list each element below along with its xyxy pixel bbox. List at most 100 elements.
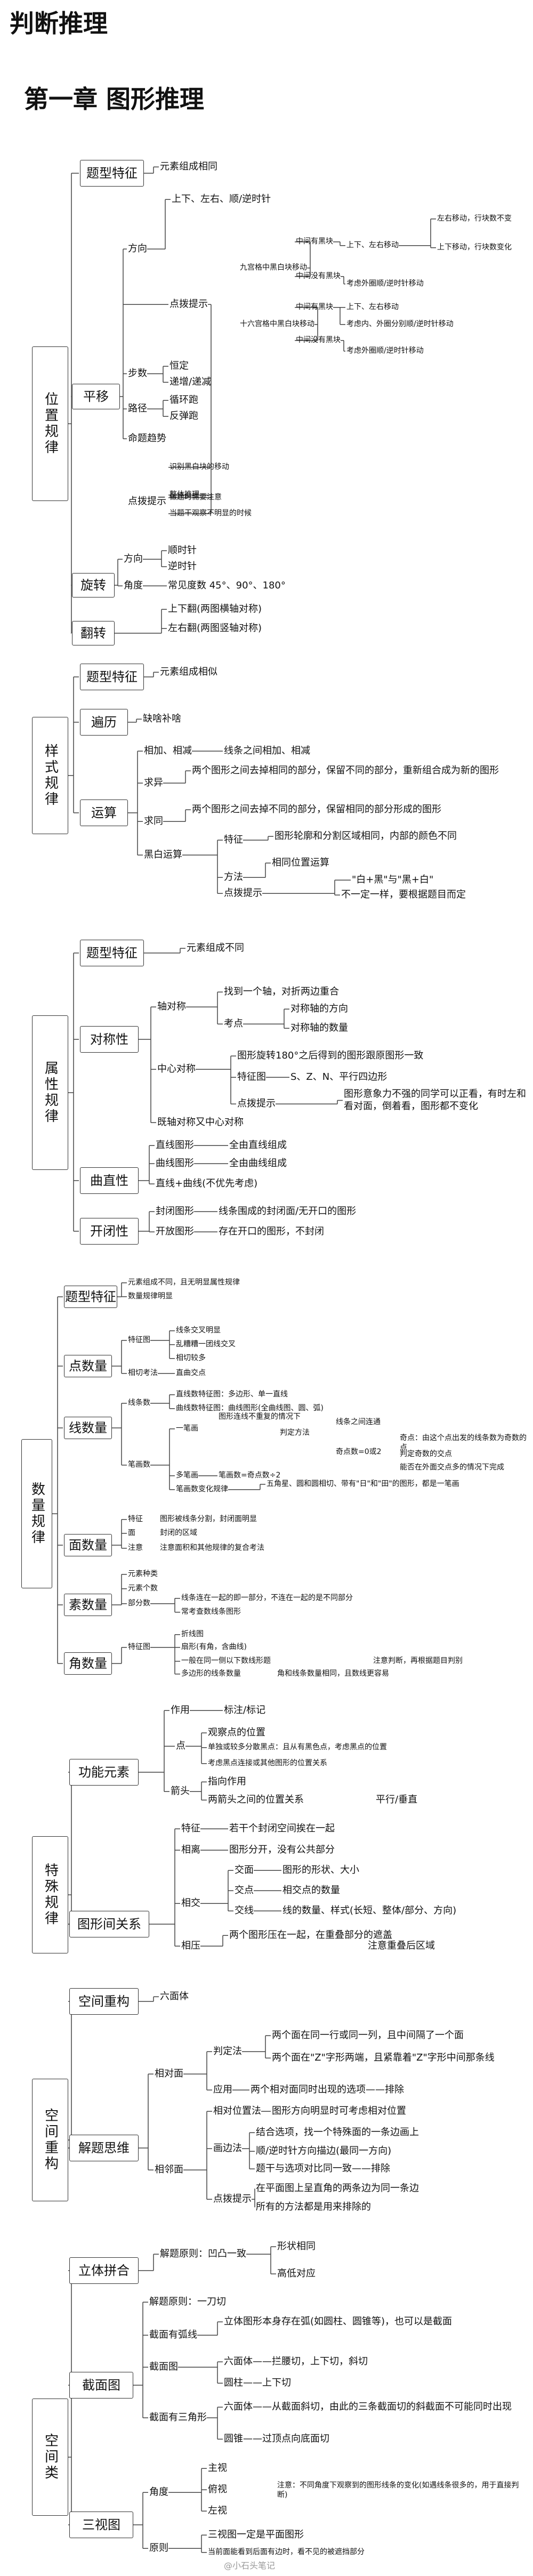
node-tx-3d: 相交点的数量 <box>282 1885 340 1896</box>
watermark: @小石头笔记 <box>224 2561 276 2571</box>
node-fz1: 上下翻(两图横轴对称) <box>168 603 262 615</box>
node-ss-2: 元素个数 <box>128 1584 158 1593</box>
node-jieti: 解题思维 <box>69 2135 139 2161</box>
node-dt2: 整体推理 <box>169 490 199 499</box>
node-jm-3: 截面图 <box>149 2361 178 2372</box>
node-xiangjia-v: 线条之间相加、相减 <box>224 745 310 756</box>
node-jt-4b: 所有的方法都是用来排除的 <box>256 2201 371 2212</box>
node-tixing1: 题型特征 <box>80 160 144 187</box>
node-js-1: 特征图 <box>128 1643 150 1651</box>
node-dianbo2-b: 不一定一样，要根据题目而定 <box>341 889 466 900</box>
node-fz2: 左右翻(两图竖轴对称) <box>168 623 262 634</box>
node-dianshu: 点数量 <box>64 1355 112 1377</box>
node-duichen: 对称性 <box>80 1026 139 1053</box>
node-ss-d: 左视 <box>208 2505 227 2516</box>
node-xz-jd: 角度 <box>124 580 143 591</box>
node-zx2-v: S、Z、N、平行四边形 <box>290 1071 387 1083</box>
node-xs-2: 曲线数特征图：曲线图形(全曲线图、圆、弧) <box>176 1404 324 1412</box>
node-tixing4: 题型特征 <box>64 1286 117 1308</box>
node-jm-4a: 六面体——从截面斜切，由此的三条截面切的斜截面不可能同时出现 <box>224 2401 512 2412</box>
node-kongjian: 空间重构 <box>69 1988 139 2015</box>
node-jiaqi-a: 中间有黑块 <box>296 237 333 246</box>
node-xz2: 逆时针 <box>168 561 197 572</box>
node-gn-3b: 两箭头之间的位置关系 <box>208 1794 304 1805</box>
node-lt-1b: 高低对应 <box>277 2268 316 2279</box>
node-jm-4b: 圆锥——过顶点向底面切 <box>224 2433 329 2444</box>
node-jm-3a: 六面体——拦腰切，上下切，斜切 <box>224 2356 368 2367</box>
node-dianbo2: 点拨提示 <box>224 887 262 899</box>
node-bs1: 恒定 <box>169 360 189 372</box>
node-zx3-v: 图形意象力不强的同学可以正看，有时左和看对面，倒着看，图形都不变化 <box>344 1088 526 1112</box>
node-tx-3a: 交面 <box>235 1864 254 1876</box>
node-jt-4: 点拨提示 <box>213 2193 252 2204</box>
node-ds-tz: 特征图 <box>128 1336 150 1344</box>
node-ms-2a: 封闭的区域 <box>160 1529 197 1537</box>
node-bianli-v: 缺啥补啥 <box>143 713 181 724</box>
node-gn-1a: 标注/标记 <box>224 1705 266 1716</box>
node-ms-1a: 图形被线条分割，封闭面明显 <box>160 1515 257 1523</box>
node-jt-4a: 在平面图上呈直角的两条边为同一条边 <box>256 2183 419 2194</box>
node-ms-2: 面 <box>128 1529 135 1537</box>
node-kd2: 对称轴的数量 <box>290 1022 348 1033</box>
node-jt-2b: 图形方向明显时可考虑相对位置 <box>272 2105 406 2117</box>
node-tixing3-v: 元素组成不同 <box>187 942 244 954</box>
node-ds-2: 乱糟糟一团线交叉 <box>176 1340 236 1348</box>
node-jm-2: 截面有弧线 <box>149 2329 197 2340</box>
node-qiuyi: 求异 <box>144 777 163 788</box>
node-jianshu: 既轴对称又中心对称 <box>157 1117 244 1128</box>
node-ysgl: 样式规律 <box>32 717 68 834</box>
node-kjcg: 空间重构 <box>32 2079 68 2201</box>
node-kb1: 封闭图形 <box>156 1206 194 1217</box>
node-qz2: 曲线图形 <box>156 1158 194 1169</box>
node-kb2: 开放图形 <box>156 1226 194 1237</box>
node-kd1: 对称轴的方向 <box>290 1003 348 1014</box>
node-dianbo2-a: "白+黑"与"黑+白" <box>352 874 434 885</box>
node-lujing: 路径 <box>128 403 147 414</box>
node-qiuyi-v: 两个图形之间去掉相同的部分，保留不同的部分，重新组合成为新的图形 <box>192 765 499 776</box>
node-tsgl: 特殊规律 <box>32 1836 68 1953</box>
node-tx-1: 特征 <box>181 1823 200 1834</box>
node-jt-1a: 判定法 <box>213 2046 242 2057</box>
node-tx-2a: 图形分开，没有公共部分 <box>229 1844 335 1855</box>
node-zx1: 图形旋转180°之后得到的图形跟原图形一致 <box>237 1050 424 1061</box>
node-bs2: 递增/递减 <box>169 376 212 387</box>
node-zhongxin: 中心对称 <box>157 1063 196 1075</box>
node-zx2: 特征图 <box>237 1071 266 1083</box>
node-gn-2c: 考虑黑点连接或其他图形的位置关系 <box>208 1759 327 1767</box>
node-kb1-v: 线条围成的封闭面/无开口的图形 <box>219 1206 357 1217</box>
node-jiaoshu: 角数量 <box>64 1652 112 1675</box>
node-xz1: 顺时针 <box>168 545 197 556</box>
node-xz3: 常见度数 45°、90°、180° <box>168 580 286 591</box>
node-gn-3: 箭头 <box>171 1786 190 1797</box>
node-jt-1e: 两个相对面同时出现的选项——排除 <box>251 2084 404 2095</box>
node-ds-tx: 相切考法 <box>128 1369 158 1377</box>
node-js-2a: 注意判断，再根据题目判别 <box>373 1657 463 1665</box>
node-tx-2: 相离 <box>181 1844 200 1855</box>
node-bh-2: 多笔画 <box>176 1471 198 1480</box>
node-shiliu-a2: 考虑内、外圈分别顺/逆时针移动 <box>346 320 454 328</box>
node-bh-3: 笔画数变化规律 <box>176 1485 228 1493</box>
node-jm-1: 解题原则：一刀切 <box>149 2296 226 2307</box>
node-jt-3a: 结合选项，找一个特殊面的一条边画上 <box>256 2127 419 2138</box>
node-xianshu: 线数量 <box>64 1417 112 1439</box>
node-jm-3b: 圆柱——上下切 <box>224 2377 291 2388</box>
node-zhou: 轴对称 <box>157 1001 186 1012</box>
node-jiaqi-b: 中间没有黑块 <box>296 272 341 280</box>
node-dt4: 当题干观察不明显的时候 <box>169 509 252 518</box>
node-heibai: 黑白运算 <box>144 849 182 860</box>
node-ss-a: 角度 <box>149 2486 168 2498</box>
node-jt-1d: 应用 <box>213 2084 232 2095</box>
node-jt-1b: 两个面在同一行或同一列，且中间隔了一个面 <box>272 2030 464 2041</box>
node-tx-1a: 若干个封闭空间挨在一起 <box>229 1823 335 1834</box>
node-jiaqi-r2: 上下移动，行块数变化 <box>437 243 512 252</box>
node-js-2: 一般在同一侧以下数线形题 <box>181 1657 271 1665</box>
node-diantou: 点拨提示 <box>169 298 208 310</box>
node-jt-2a: 相对位置法 <box>213 2105 261 2117</box>
node-bh-1c: 判定方法 <box>280 1428 310 1437</box>
node-sanshi: 三视图 <box>69 2512 133 2538</box>
node-jt-2: 相邻面 <box>155 2164 183 2175</box>
node-kaibi: 开闭性 <box>80 1218 139 1245</box>
node-jiemian: 截面图 <box>69 2372 133 2399</box>
node-ss-c: 俯视 <box>208 2484 227 2495</box>
node-jt-1c: 两个面在"Z"字形两端，且紧靠着"Z"字形中间那条线 <box>272 2052 495 2063</box>
